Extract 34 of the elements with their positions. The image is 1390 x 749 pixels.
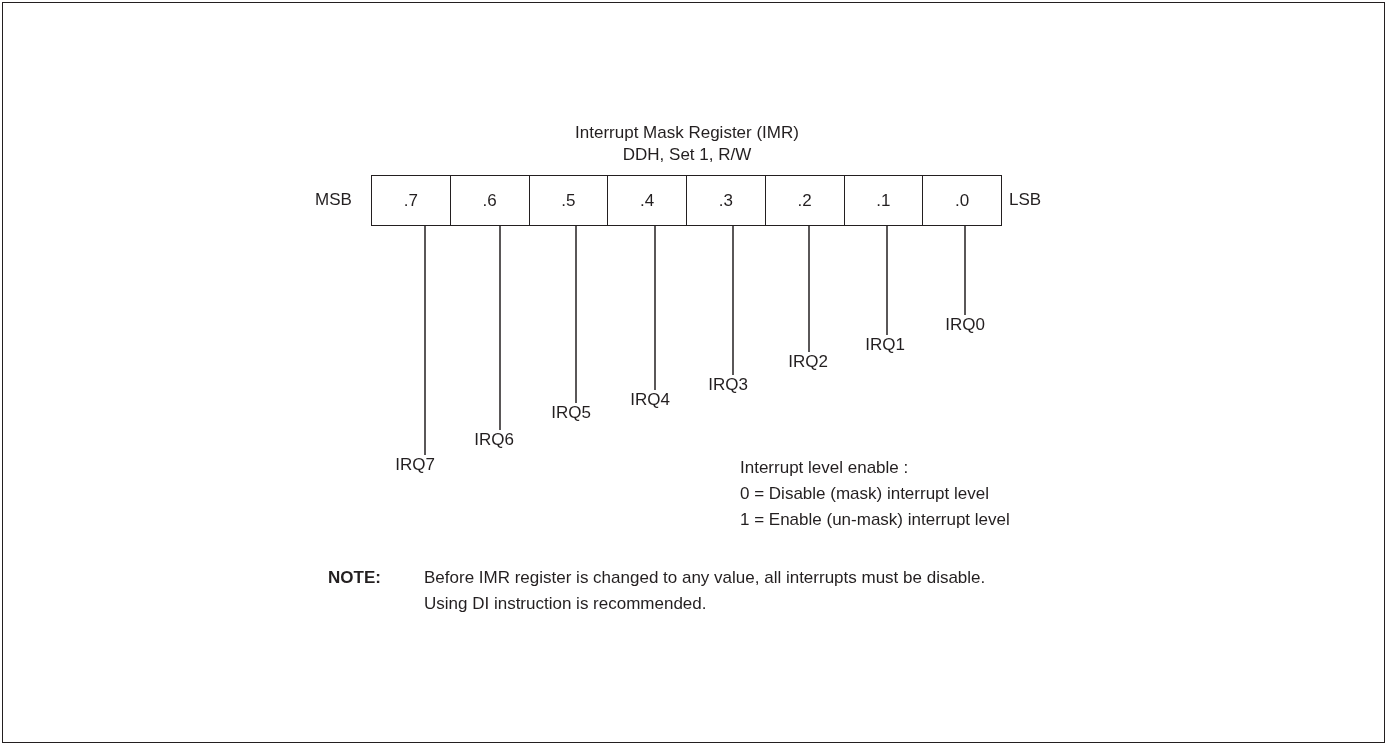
interrupt-label: IRQ6 [469, 430, 519, 452]
interrupt-label: IRQ4 [625, 390, 675, 412]
legend-heading: Interrupt level enable : [740, 458, 909, 478]
bit-cell: .1 [843, 175, 924, 226]
legend-text: 0 = Disable (mask) interrupt level [740, 484, 989, 504]
leader-line [424, 225, 426, 456]
leader-line [499, 225, 501, 431]
bit-cell: .7 [371, 175, 451, 226]
interrupt-label: IRQ5 [546, 403, 596, 425]
interrupt-label: IRQ7 [390, 455, 440, 477]
lsb-label: LSB [1009, 190, 1042, 210]
bit-cell: .4 [607, 175, 687, 226]
interrupt-label: IRQ1 [860, 335, 910, 357]
note-label: NOTE: [328, 568, 381, 588]
interrupt-label: IRQ2 [783, 352, 833, 374]
bit-cell: .6 [449, 175, 530, 226]
bit-cell: .2 [764, 175, 845, 226]
leader-line [964, 225, 966, 316]
leader-line [654, 225, 656, 391]
interrupt-label: IRQ3 [703, 375, 753, 397]
leader-line [886, 225, 888, 336]
bit-cell: .5 [528, 175, 609, 226]
bit-cell: .0 [922, 175, 1002, 226]
legend-text: 1 = Enable (un-mask) interrupt level [740, 510, 1010, 530]
note-text: Before IMR register is changed to any value, all interrupts must be disable. [424, 568, 986, 588]
msb-label: MSB [315, 190, 352, 210]
note-text: Using DI instruction is recommended. [424, 594, 707, 614]
interrupt-label: IRQ0 [940, 315, 990, 337]
leader-line [808, 225, 810, 353]
register-subtitle: DDH, Set 1, R/W [621, 145, 753, 165]
bit-cell: .3 [686, 175, 766, 226]
leader-line [732, 225, 734, 376]
register-title: Interrupt Mask Register (IMR) [574, 123, 800, 143]
leader-line [575, 225, 577, 404]
